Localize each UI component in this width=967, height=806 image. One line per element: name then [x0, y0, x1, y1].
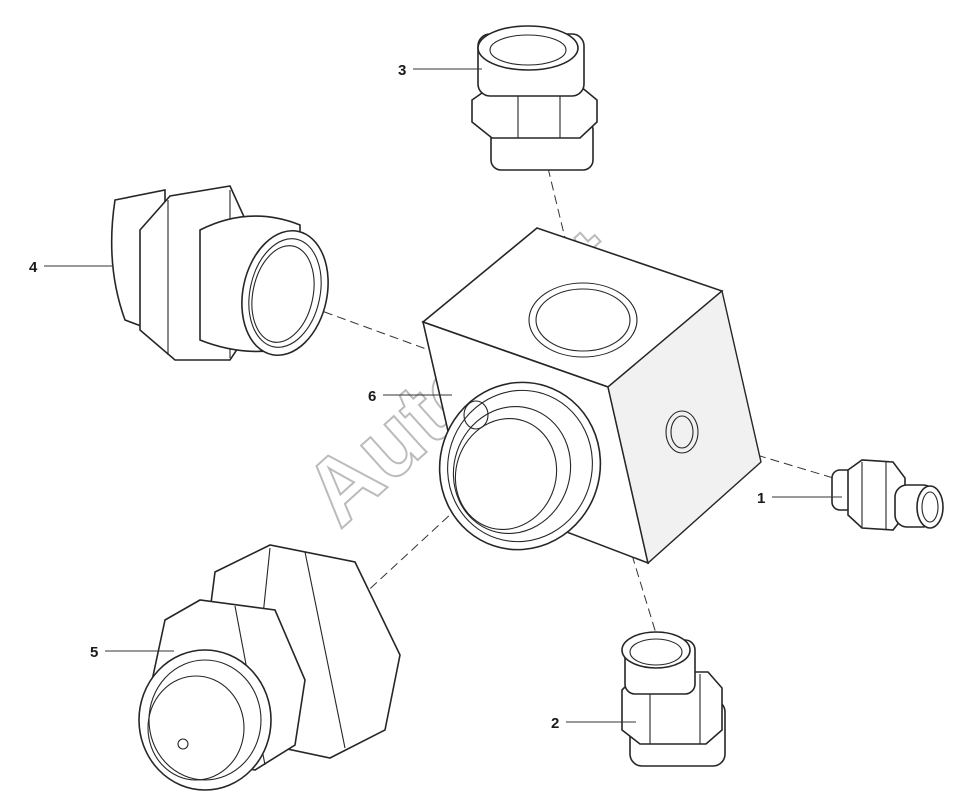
callout-2: 2	[551, 715, 636, 732]
callout-label-4: 4	[29, 259, 38, 276]
callout-4: 4	[29, 259, 112, 276]
callout-1: 1	[757, 490, 842, 507]
callout-label-6: 6	[368, 388, 376, 405]
callout-label-5: 5	[90, 644, 98, 661]
fitting-top	[471, 25, 598, 171]
callout-6: 6	[368, 388, 452, 405]
central-block	[421, 227, 762, 565]
fitting-bottom	[621, 631, 726, 767]
nut-assembly	[138, 544, 401, 791]
fitting-right	[831, 459, 944, 531]
callout-label-1: 1	[757, 490, 765, 507]
callout-label-2: 2	[551, 715, 559, 732]
callout-3: 3	[398, 62, 482, 79]
callout-5: 5	[90, 644, 174, 661]
fitting-left	[110, 185, 329, 361]
callout-label-3: 3	[398, 62, 406, 79]
